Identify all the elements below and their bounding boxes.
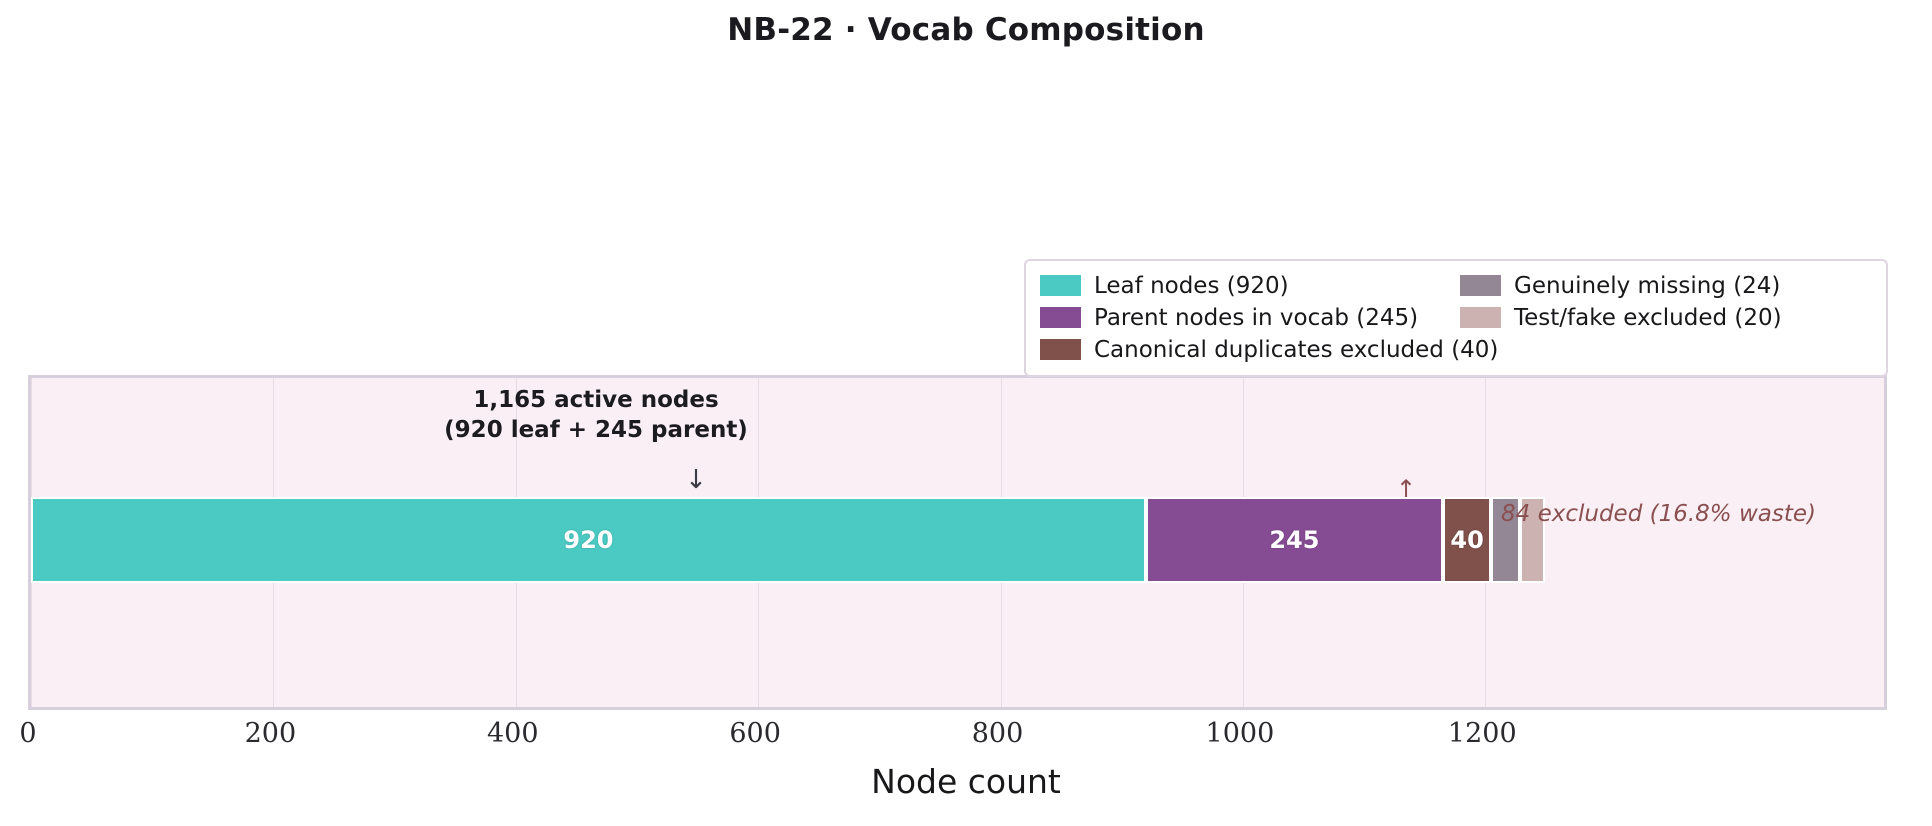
legend-item[interactable]: Test/fake excluded (20) [1460,303,1860,332]
legend-item[interactable]: Genuinely missing (24) [1460,271,1860,300]
x-axis-tick: 200 [244,718,297,749]
x-axis-tick: 1000 [1205,718,1275,749]
bar-segment[interactable]: 40 [1442,497,1492,583]
legend-item-label: Genuinely missing (24) [1514,272,1781,299]
page-title: NB-22 · Vocab Composition [727,12,1205,48]
annotation-excluded-waste: 84 excluded (16.8% waste) [1501,501,1816,527]
down-arrow-icon: ↓ [685,465,707,495]
x-axis-tick-labels: 0 200 400 600 800 1000 1200 [0,718,1932,758]
bar-segment[interactable]: 245 [1145,497,1443,583]
legend-item-label: Canonical duplicates excluded (40) [1094,336,1499,363]
legend-item[interactable]: Leaf nodes (920) [1040,271,1460,300]
legend-item-label: Parent nodes in vocab (245) [1094,304,1419,331]
bar-segment[interactable] [1491,497,1521,583]
up-arrow-icon: ↑ [1395,475,1417,503]
plot-area: 920 245 40 1,165 active nodes (920 leaf + … [28,375,1887,710]
legend-item-label: Test/fake excluded (20) [1514,304,1782,331]
legend-item-label: Leaf nodes (920) [1094,272,1289,299]
legend-column: Genuinely missing (24) Test/fake excluded… [1460,271,1860,364]
legend: Leaf nodes (920) Parent nodes in vocab (2… [1024,259,1888,377]
x-axis-tick: 0 [19,718,37,749]
legend-swatch-icon [1040,307,1081,328]
x-axis-tick: 600 [729,718,781,749]
legend-swatch-icon [1040,339,1081,360]
x-axis-tick: 400 [486,718,539,749]
bar-segment-value: 245 [1269,526,1320,554]
bar-segment-value: 40 [1450,526,1484,554]
x-axis-label: Node count [871,762,1061,801]
legend-swatch-icon [1460,275,1501,296]
bar-segment[interactable] [1520,497,1545,583]
x-axis-tick: 800 [971,718,1024,749]
bar-segment-value: 920 [563,526,614,554]
legend-item[interactable]: Canonical duplicates excluded (40) [1040,335,1498,364]
bar-segment[interactable]: 920 [31,497,1146,583]
legend-swatch-icon [1460,307,1501,328]
x-axis-tick: 1200 [1447,718,1517,749]
legend-item[interactable]: Parent nodes in vocab (245) [1040,303,1460,332]
annotation-active-nodes: 1,165 active nodes (920 leaf + 245 paren… [444,387,748,443]
legend-swatch-icon [1040,275,1081,296]
legend-column: Leaf nodes (920) Parent nodes in vocab (2… [1040,271,1498,364]
